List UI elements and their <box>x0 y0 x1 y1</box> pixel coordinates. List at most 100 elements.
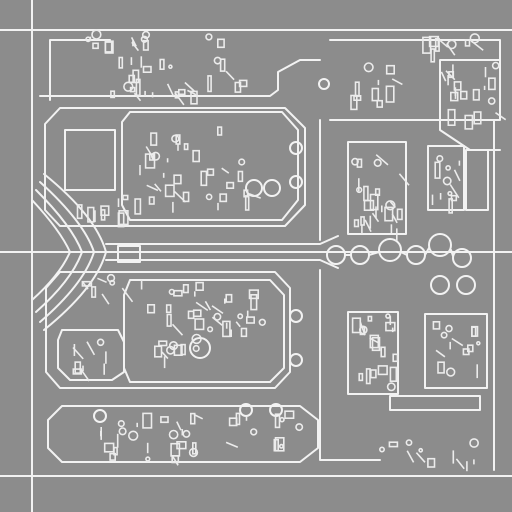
trace-tick <box>133 92 142 102</box>
component-block <box>103 442 115 453</box>
component-block <box>183 143 189 151</box>
component-block <box>273 438 279 452</box>
solder-pad <box>385 200 396 211</box>
component-block <box>472 88 480 101</box>
component-block <box>165 304 172 314</box>
trace-tick <box>398 173 410 186</box>
component-block <box>147 303 156 314</box>
solder-pad <box>91 29 102 40</box>
component-block <box>464 38 471 47</box>
component-block <box>471 326 477 338</box>
component-block <box>207 75 212 93</box>
component-block <box>175 134 181 145</box>
trace-tick <box>204 300 212 311</box>
solder-pad <box>182 429 191 438</box>
trace-tick <box>389 201 397 209</box>
component-block <box>226 181 235 190</box>
trace-tick <box>440 71 447 82</box>
component-block <box>91 286 97 298</box>
trace-tick <box>121 287 134 303</box>
component-block <box>171 454 180 464</box>
component-block <box>190 412 196 425</box>
component-block <box>385 64 396 75</box>
component-block <box>360 216 365 226</box>
component-block <box>76 204 83 220</box>
solder-pad <box>258 318 266 326</box>
solder-pad <box>238 158 246 166</box>
upper-module-outline <box>39 39 321 227</box>
solder-pad <box>446 367 456 377</box>
component-block <box>217 38 225 49</box>
component-block <box>284 410 295 420</box>
component-block <box>122 194 129 201</box>
component-block <box>154 345 163 358</box>
trace-tick <box>435 349 446 358</box>
trace-tick <box>371 212 380 223</box>
solder-pad <box>469 33 480 44</box>
trace-tick <box>211 305 224 315</box>
trace-tick <box>171 454 179 466</box>
trace-tick <box>173 190 187 203</box>
component-block <box>234 81 242 93</box>
solder-pad <box>145 456 151 462</box>
solder-pad <box>356 186 363 194</box>
trace-tick <box>171 323 184 336</box>
component-block <box>104 40 114 54</box>
trace-tick <box>161 351 169 360</box>
solder-pad <box>192 344 200 353</box>
component-block <box>354 81 360 97</box>
trace-tick <box>391 78 403 86</box>
component-block <box>377 365 388 376</box>
component-block <box>430 48 436 63</box>
component-block <box>117 212 125 228</box>
solder-pad <box>405 439 413 446</box>
solder-pad <box>213 312 222 321</box>
trace-tick <box>451 337 464 347</box>
solder-pad <box>141 30 151 40</box>
component-block <box>128 74 136 84</box>
trace-tick <box>146 184 159 192</box>
component-block <box>384 206 394 222</box>
component-block <box>389 366 398 382</box>
trace-tick <box>449 184 460 199</box>
component-block <box>248 289 259 300</box>
solder-pad <box>487 97 496 105</box>
trace-tick <box>364 219 372 233</box>
component-block <box>222 320 231 338</box>
component-block <box>219 193 228 203</box>
trace-tick <box>445 70 456 81</box>
solder-pad <box>123 81 134 92</box>
solder-pad <box>475 340 481 346</box>
component-block <box>388 441 399 448</box>
solder-pad <box>373 158 382 167</box>
component-block <box>87 206 95 223</box>
solder-pad <box>171 134 180 143</box>
solder-pad <box>469 438 479 448</box>
component-block <box>240 327 248 338</box>
component-block <box>432 320 441 330</box>
solder-pad <box>168 288 176 296</box>
component-block <box>462 348 470 356</box>
component-block <box>176 440 187 450</box>
component-block <box>353 219 360 228</box>
component-block <box>129 86 136 93</box>
trace-tick <box>415 452 426 463</box>
component-block <box>369 369 377 379</box>
solder-pad <box>279 416 285 423</box>
trace-tick <box>495 112 507 121</box>
component-block <box>238 79 248 88</box>
trace-tick <box>225 70 235 81</box>
component-block <box>225 293 233 303</box>
component-block <box>392 353 399 363</box>
solder-pad <box>418 447 424 453</box>
solder-pad <box>445 324 453 333</box>
component-block <box>142 39 149 51</box>
trace-tick <box>184 81 195 92</box>
solder-pad <box>205 193 213 201</box>
trace-tick <box>436 37 449 48</box>
solder-pad <box>118 427 127 436</box>
solder-pad <box>295 423 304 432</box>
component-block <box>142 65 152 73</box>
